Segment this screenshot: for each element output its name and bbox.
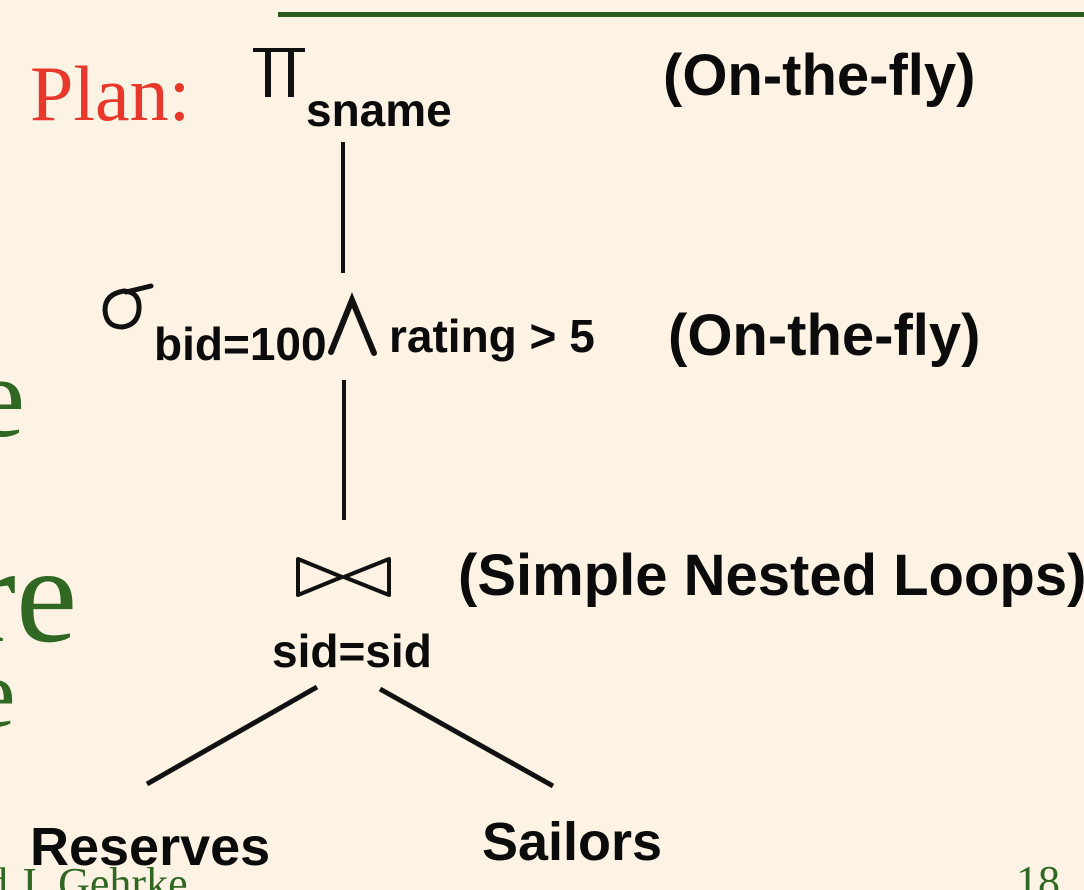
projection-annotation: (On-the-fly) xyxy=(663,43,976,108)
cropped-text-fragment: e xyxy=(0,645,16,743)
page-number: 18 xyxy=(1016,857,1060,890)
top-divider-rule xyxy=(278,12,1084,17)
join-annotation: (Simple Nested Loops) xyxy=(458,543,1084,608)
join-subscript: sid=sid xyxy=(272,625,432,677)
selection-annotation: (On-the-fly) xyxy=(668,303,981,368)
projection-subscript: sname xyxy=(306,84,452,136)
cropped-text-fragment: e xyxy=(0,340,25,455)
sigma-selection-icon xyxy=(102,283,154,330)
selection-subscript-right: rating > 5 xyxy=(389,310,595,362)
selection-subscript-left: bid=100 xyxy=(154,318,327,370)
pi-projection-icon xyxy=(253,48,305,97)
leaf-relation-reserves: Reserves xyxy=(30,817,271,877)
cropped-text-fragment: ore xyxy=(0,518,78,671)
leaf-relation-sailors: Sailors xyxy=(482,812,663,872)
plan-heading: Plan: xyxy=(30,50,191,137)
bowtie-join-icon xyxy=(296,557,391,597)
edge-join-to-sailors xyxy=(378,686,555,789)
and-wedge-icon xyxy=(328,292,377,356)
footer-credit: d J. Gehrke xyxy=(0,859,188,890)
edge-join-to-reserves xyxy=(145,684,319,787)
